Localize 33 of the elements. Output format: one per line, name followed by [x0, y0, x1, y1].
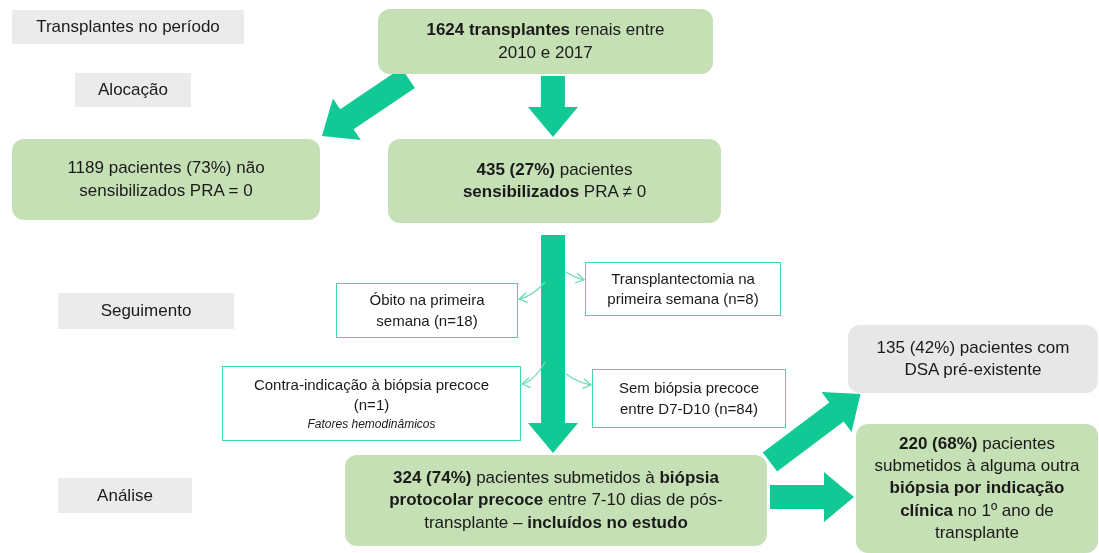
box-text: 1189 pacientes (73%) não sensibilizados PRA = 0 — [66, 157, 266, 202]
box-text: Alocação — [98, 79, 168, 102]
box-text: Análise — [97, 484, 153, 507]
process-box — [345, 455, 767, 546]
exclusion-box — [222, 366, 521, 441]
exclusion-box — [585, 262, 781, 316]
box-text: 1624 transplantes renais entre 2010 e 2017 — [425, 19, 666, 64]
box-text: Transplantes no período — [36, 16, 220, 39]
arrow — [770, 472, 854, 522]
box-text: Seguimento — [100, 300, 192, 323]
arrow — [565, 373, 592, 390]
arrow — [528, 235, 578, 453]
arrow — [521, 361, 546, 388]
box-text: Sem biópsia precoce entre D7-D10 (n=84) — [617, 378, 761, 419]
box-text: 220 (68%) pacientes submetidos à alguma outra biópsia por indicação clínica no 1º ano de transplante — [873, 433, 1081, 544]
note-text: Fatores hemodinâmicos — [307, 415, 436, 432]
process-box — [378, 9, 713, 74]
box-text: Contra-indicação à biópsia precoce (n=1) — [252, 375, 491, 416]
box-text: Óbito na primeira semana (n=18) — [368, 290, 486, 331]
process-box — [388, 139, 721, 223]
process-box — [848, 325, 1098, 393]
process-box — [856, 424, 1098, 553]
exclusion-box — [336, 283, 518, 338]
arrow — [527, 76, 578, 137]
box-text: 135 (42%) pacientes com DSA pré-existente — [875, 336, 1071, 381]
arrow — [762, 392, 861, 472]
arrow — [518, 281, 546, 303]
box-text: Transplantectomia na primeira semana (n=8) — [606, 268, 760, 309]
arrow — [565, 271, 585, 284]
process-box — [12, 139, 320, 220]
box-text: 435 (27%) pacientes sensibilizados PRA ≠ 0 — [461, 158, 648, 203]
box-text: 324 (74%) pacientes submetidos à biópsia protocolar precoce entre 7-10 dias de pós-transplante – incluídos no estudo — [388, 467, 724, 534]
exclusion-box — [592, 369, 786, 428]
